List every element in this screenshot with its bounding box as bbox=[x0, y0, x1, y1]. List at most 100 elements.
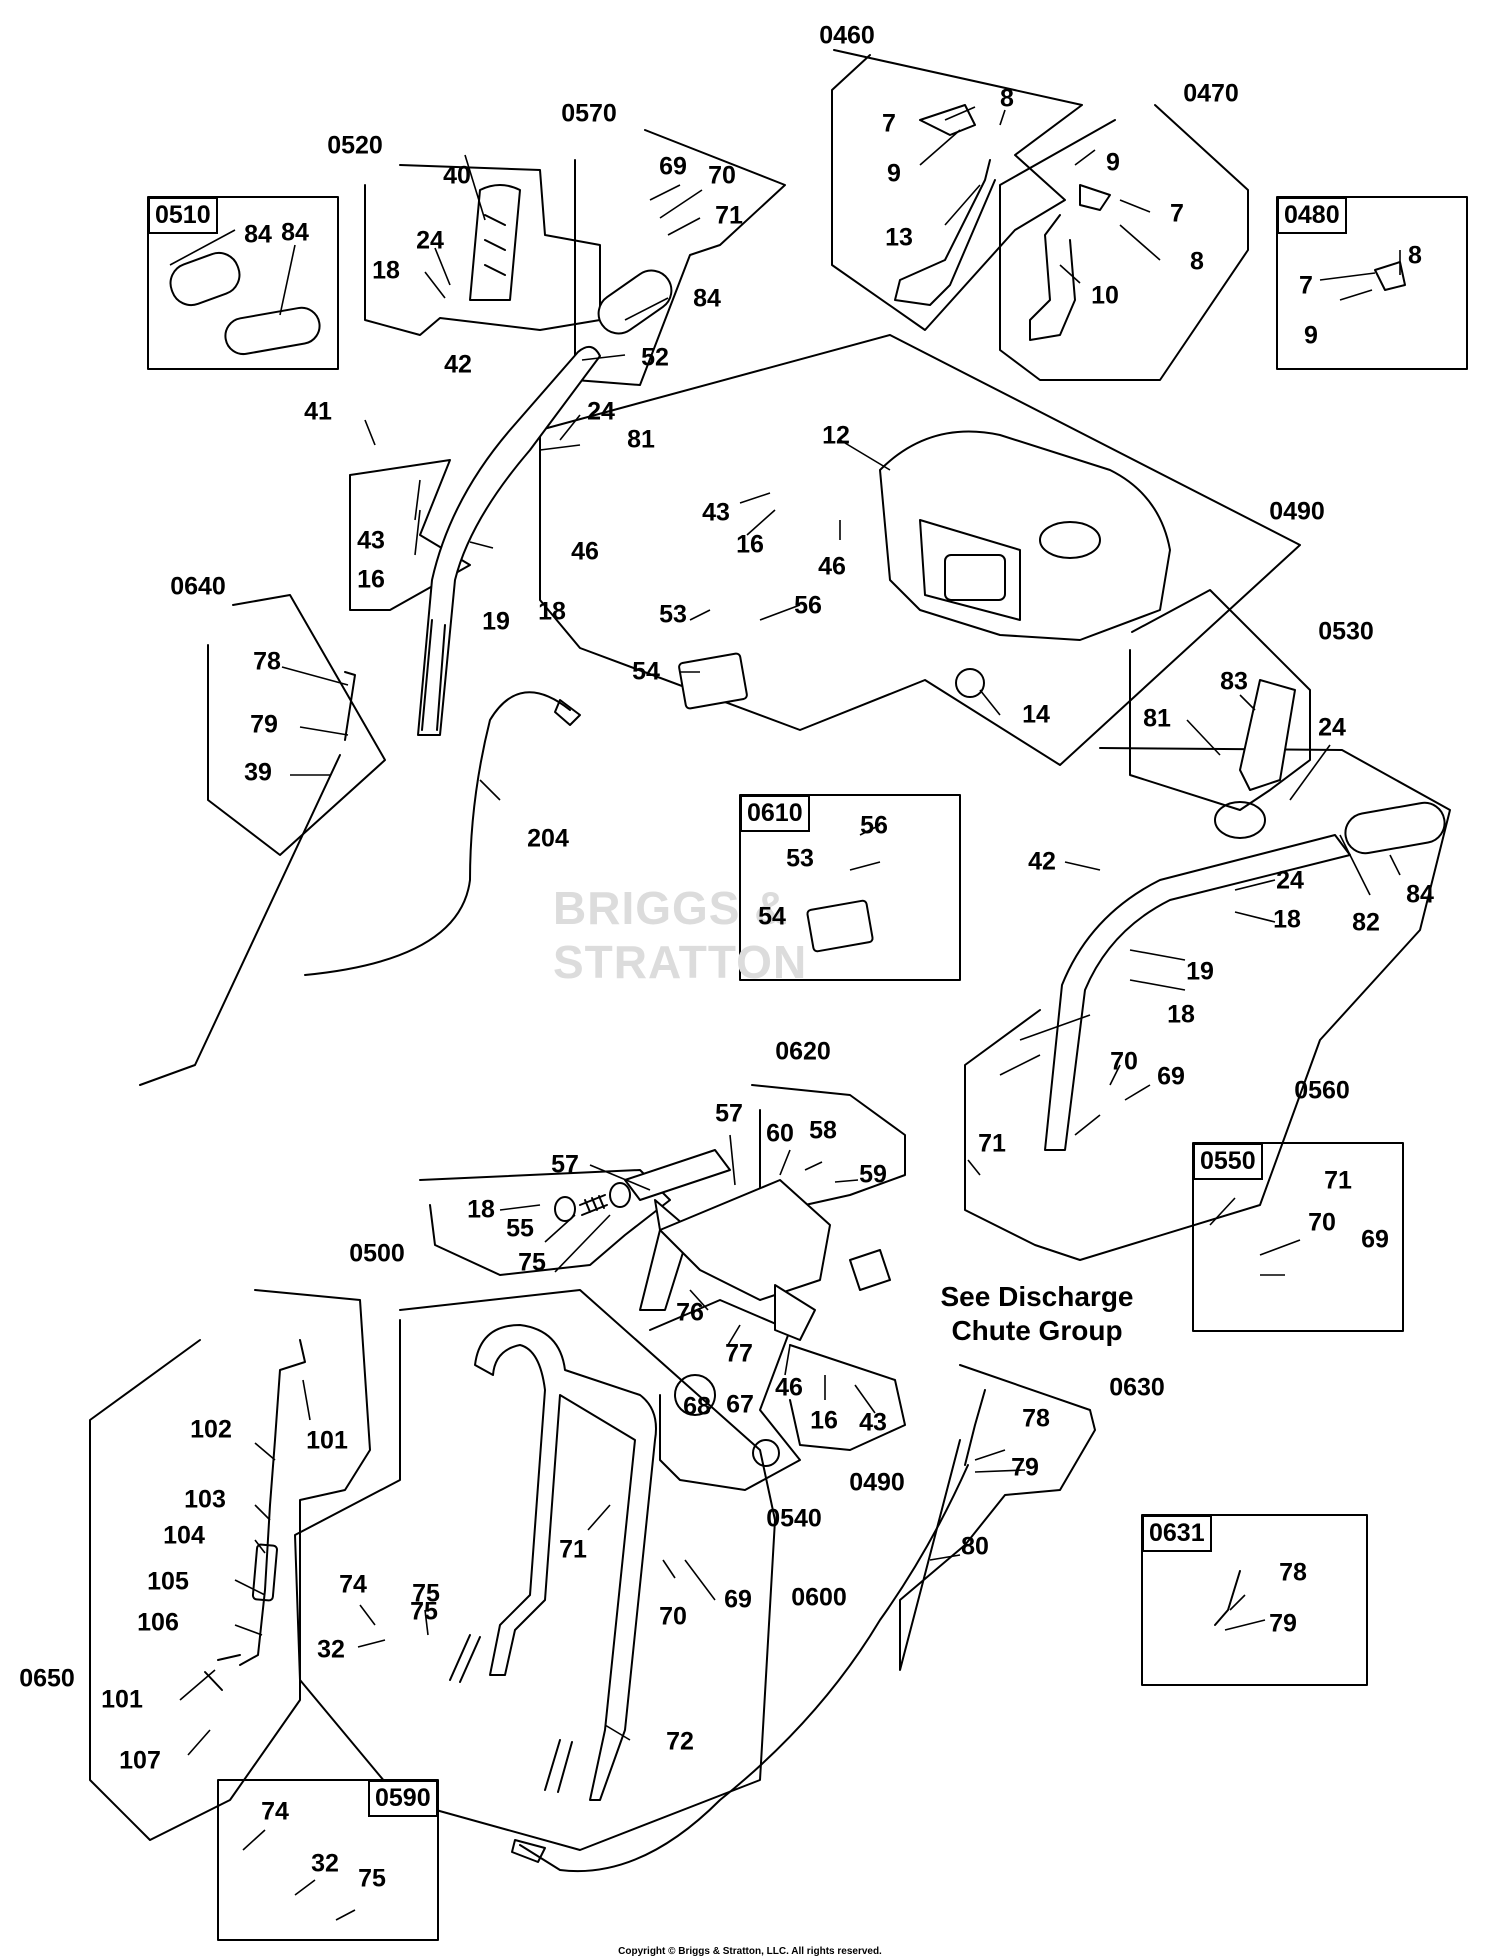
part-label: 71 bbox=[978, 1129, 1006, 1158]
part-label: 56 bbox=[794, 591, 822, 620]
box-label-0610: 0610 bbox=[740, 795, 810, 832]
part-label: 57 bbox=[551, 1150, 579, 1179]
box-0610 bbox=[739, 794, 961, 981]
group-0600-outline bbox=[294, 1289, 776, 1851]
part-label: 83 bbox=[1220, 667, 1248, 696]
knob-14 bbox=[955, 668, 985, 698]
part-label: 46 bbox=[818, 552, 846, 581]
dashboard-12 bbox=[879, 430, 1171, 641]
part-label: 7 bbox=[1299, 271, 1313, 300]
part-label: 18 bbox=[467, 1195, 495, 1224]
group-0630-outline bbox=[899, 1364, 1096, 1671]
right-upper-handle bbox=[1044, 834, 1351, 1151]
part-label: 71 bbox=[715, 201, 743, 230]
part-label: 9 bbox=[887, 159, 901, 188]
part-label: 75 bbox=[518, 1248, 546, 1277]
brand-watermark: BRIGGS & STRATTON bbox=[553, 882, 808, 988]
part-label: 12 bbox=[822, 421, 850, 450]
grip-84c bbox=[597, 269, 673, 335]
part-label: 13 bbox=[885, 223, 913, 252]
part-label: 84 bbox=[1406, 880, 1434, 909]
part-label: 105 bbox=[147, 1567, 189, 1596]
part-label: 54 bbox=[632, 657, 660, 686]
part-label: 18 bbox=[538, 597, 566, 626]
cable-204 bbox=[304, 691, 571, 976]
part-label: 43 bbox=[702, 498, 730, 527]
part-label: 43 bbox=[357, 526, 385, 555]
group-label-0540: 0540 bbox=[766, 1504, 822, 1533]
grip-40 bbox=[469, 184, 521, 301]
part-label: 24 bbox=[416, 226, 444, 255]
grip-84b bbox=[224, 306, 321, 356]
part-label: 79 bbox=[1269, 1609, 1297, 1638]
box-0631 bbox=[1141, 1514, 1368, 1686]
part-label: 39 bbox=[244, 758, 272, 787]
shift-body bbox=[659, 1179, 831, 1301]
part-label: 74 bbox=[261, 1797, 289, 1826]
box-label-0631: 0631 bbox=[1142, 1515, 1212, 1552]
part-label: 53 bbox=[659, 600, 687, 629]
part-label: 103 bbox=[184, 1485, 226, 1514]
part-label: 67 bbox=[726, 1390, 754, 1419]
part-label: 32 bbox=[317, 1635, 345, 1664]
grip-83 bbox=[1239, 679, 1296, 791]
part-label: 40 bbox=[443, 161, 471, 190]
group-label-0530: 0530 bbox=[1318, 617, 1374, 646]
group-label-0490b: 0490 bbox=[849, 1468, 905, 1497]
light-54b bbox=[806, 899, 874, 953]
group-label-0490: 0490 bbox=[1269, 497, 1325, 526]
part-label: 69 bbox=[724, 1585, 752, 1614]
part-label: 41 bbox=[304, 397, 332, 426]
part-label: 69 bbox=[1361, 1225, 1389, 1254]
group-0650-outline bbox=[89, 1289, 371, 1841]
part-label: 78 bbox=[1279, 1558, 1307, 1587]
part-label: 71 bbox=[1324, 1166, 1352, 1195]
box-label-0480: 0480 bbox=[1277, 197, 1347, 234]
part-label: 68 bbox=[683, 1392, 711, 1421]
part-label: 42 bbox=[444, 350, 472, 379]
lever-13 bbox=[894, 159, 996, 306]
group-0460-outline bbox=[831, 49, 1083, 331]
part-label: 81 bbox=[1143, 704, 1171, 733]
group-label-0650: 0650 bbox=[19, 1664, 75, 1693]
part-label: 7 bbox=[882, 109, 896, 138]
grip-84a bbox=[169, 251, 241, 307]
group-label-0600: 0600 bbox=[791, 1583, 847, 1612]
part-label: 75 bbox=[410, 1597, 438, 1626]
group-0530-outline bbox=[1129, 589, 1311, 811]
group-label-0460: 0460 bbox=[819, 21, 875, 50]
part-label: 16 bbox=[357, 565, 385, 594]
part-label: 56 bbox=[860, 811, 888, 840]
part-label: 79 bbox=[1011, 1453, 1039, 1482]
group-label-0500: 0500 bbox=[349, 1239, 405, 1268]
group-0490-lower-outline bbox=[789, 1344, 906, 1451]
part-label: 24 bbox=[587, 397, 615, 426]
part-label: 77 bbox=[725, 1339, 753, 1368]
part-label: 84 bbox=[244, 220, 272, 249]
part-label: 46 bbox=[775, 1373, 803, 1402]
part-label: 70 bbox=[659, 1602, 687, 1631]
rod-39 bbox=[139, 754, 341, 1086]
part-label: 14 bbox=[1022, 700, 1050, 729]
part-label: 8 bbox=[1190, 247, 1204, 276]
part-label: 58 bbox=[809, 1116, 837, 1145]
shift-plate-57 bbox=[624, 1149, 731, 1201]
box-label-0550: 0550 bbox=[1193, 1143, 1263, 1180]
part-label: 53 bbox=[786, 844, 814, 873]
part-label: 69 bbox=[1157, 1062, 1185, 1091]
box-0510 bbox=[147, 196, 339, 370]
part-label: 70 bbox=[708, 161, 736, 190]
part-label: 72 bbox=[666, 1727, 694, 1756]
group-0490-top-outline bbox=[539, 334, 1301, 766]
group-label-0640: 0640 bbox=[170, 572, 226, 601]
part-label: 84 bbox=[693, 284, 721, 313]
part-label: 7 bbox=[1170, 199, 1184, 228]
linkage-rod bbox=[239, 1339, 306, 1666]
group-0640-outline bbox=[207, 594, 386, 856]
part-label: 104 bbox=[163, 1521, 205, 1550]
part-label: 54 bbox=[758, 902, 786, 931]
copyright-footer: Copyright © Briggs & Stratton, LLC. All … bbox=[618, 1946, 882, 1957]
left-upper-handle bbox=[417, 345, 601, 736]
box-label-0510: 0510 bbox=[148, 197, 218, 234]
part-label: 42 bbox=[1028, 847, 1056, 876]
